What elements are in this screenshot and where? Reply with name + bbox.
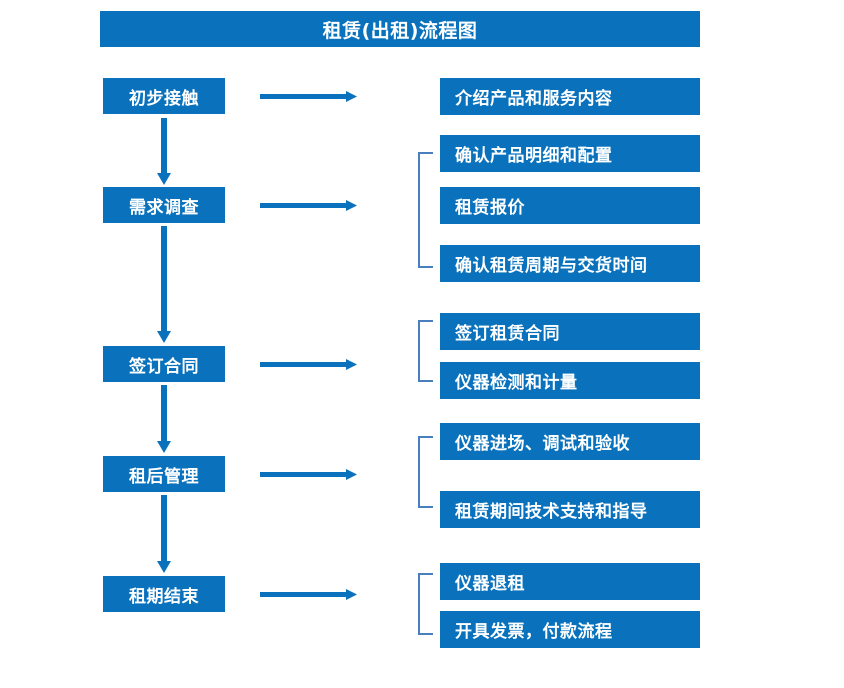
stage-box-5[interactable]: 租期结束	[103, 576, 225, 612]
detail-box-5[interactable]: 签订租赁合同	[440, 313, 700, 350]
diagram-title: 租赁(出租)流程图	[100, 11, 700, 47]
down-arrow-2	[156, 226, 172, 344]
detail-box-6[interactable]: 仪器检测和计量	[440, 362, 700, 399]
group-bracket-4	[418, 573, 433, 635]
stage-box-3[interactable]: 签订合同	[103, 346, 225, 382]
right-arrow-2	[260, 198, 358, 212]
right-arrow-1	[260, 89, 358, 103]
group-bracket-2	[418, 320, 433, 382]
stage-box-2[interactable]: 需求调查	[103, 187, 225, 223]
detail-box-10[interactable]: 开具发票，付款流程	[440, 611, 700, 648]
detail-box-9[interactable]: 仪器退租	[440, 563, 700, 600]
group-bracket-3	[418, 436, 433, 508]
detail-box-2[interactable]: 确认产品明细和配置	[440, 135, 700, 172]
stage-box-4[interactable]: 租后管理	[103, 456, 225, 492]
detail-box-7[interactable]: 仪器进场、调试和验收	[440, 423, 700, 460]
down-arrow-4	[156, 495, 172, 574]
down-arrow-1	[156, 118, 172, 186]
right-arrow-4	[260, 467, 358, 481]
detail-box-8[interactable]: 租赁期间技术支持和指导	[440, 491, 700, 528]
group-bracket-1	[418, 152, 433, 268]
right-arrow-3	[260, 357, 358, 371]
stage-box-1[interactable]: 初步接触	[103, 78, 225, 114]
right-arrow-5	[260, 587, 358, 601]
detail-box-4[interactable]: 确认租赁周期与交货时间	[440, 245, 700, 282]
detail-box-1[interactable]: 介绍产品和服务内容	[440, 78, 700, 115]
detail-box-3[interactable]: 租赁报价	[440, 187, 700, 224]
down-arrow-3	[156, 385, 172, 454]
